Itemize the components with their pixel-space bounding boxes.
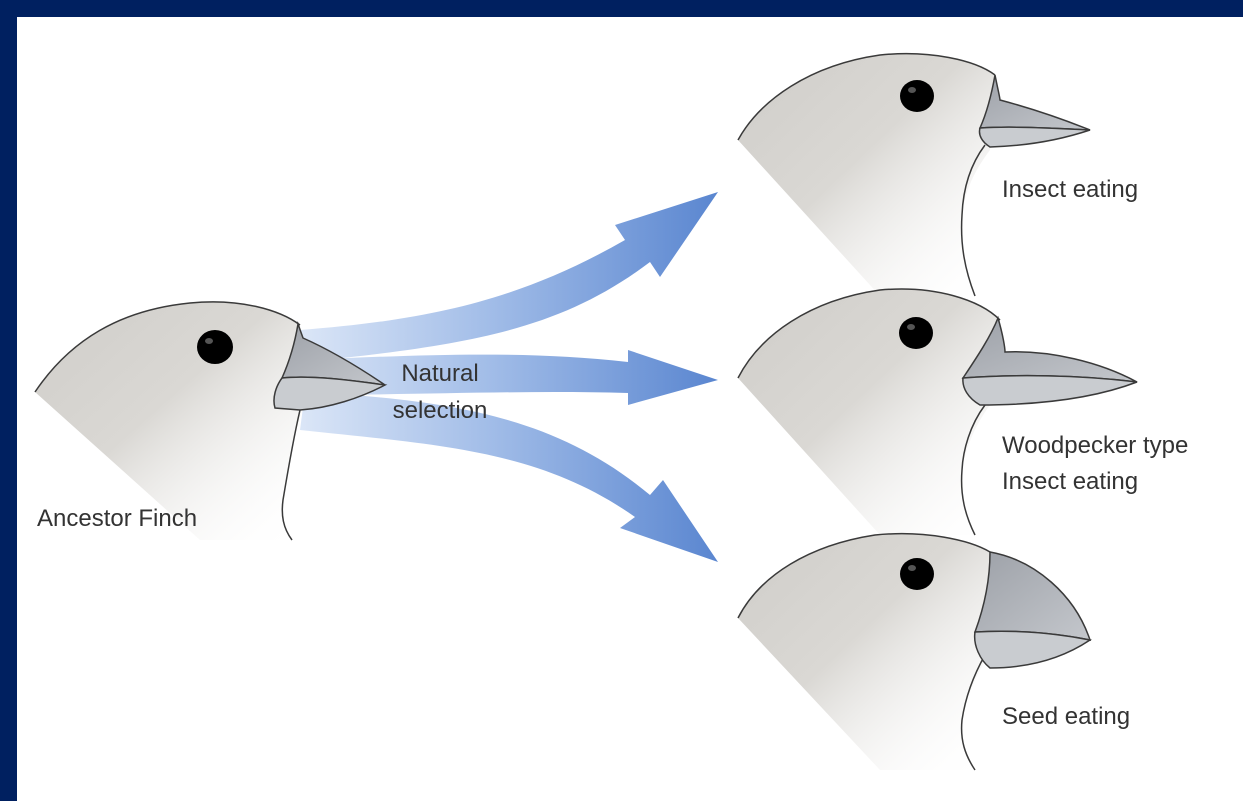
- process-label-line2: selection: [393, 397, 488, 424]
- woodpecker-label-line2: Insect eating: [1002, 468, 1138, 495]
- woodpecker-eye: [899, 317, 933, 349]
- insect-head-body: [738, 54, 995, 296]
- insect-beak-lower: [979, 127, 1090, 147]
- insect-eye: [900, 80, 934, 112]
- woodpecker-finch-head: [738, 289, 1137, 535]
- arrow-to-seed-eating: [300, 392, 718, 562]
- arrow-to-insect-eating: [300, 192, 718, 362]
- process-label-line1: Natural: [401, 360, 478, 387]
- insect-eating-label: Insect eating: [1002, 176, 1138, 203]
- seed-eye: [900, 558, 934, 590]
- woodpecker-beak-lower: [963, 376, 1137, 405]
- seed-head-body: [738, 534, 990, 770]
- insect-beak-upper: [980, 75, 1090, 130]
- woodpecker-head-body: [738, 289, 1000, 535]
- ancestor-label: Ancestor Finch: [37, 505, 197, 532]
- seed-beak-lower: [975, 631, 1090, 668]
- seed-beak-upper: [975, 552, 1090, 640]
- ancestor-eye: [197, 330, 233, 364]
- insect-eating-finch-head: [738, 54, 1090, 296]
- seed-eating-finch-head: [738, 534, 1090, 770]
- seed-eating-label: Seed eating: [1002, 703, 1130, 730]
- woodpecker-label-line1: Woodpecker type: [1002, 432, 1188, 459]
